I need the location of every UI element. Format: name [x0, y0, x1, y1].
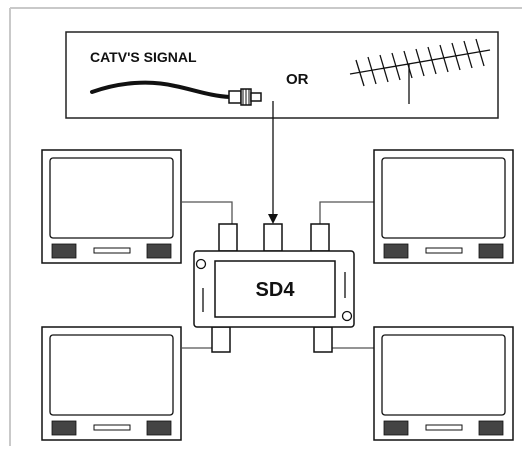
output-connector-4 — [313, 326, 333, 353]
speaker-grille-icon — [383, 243, 409, 259]
tv-top-right — [373, 149, 514, 264]
output-connector-2 — [310, 223, 330, 252]
speaker-grille-icon — [478, 420, 504, 436]
antenna-icon — [349, 38, 491, 104]
catv-cable-icon — [90, 80, 262, 106]
output-connector-3 — [211, 326, 231, 353]
tv-screen — [381, 157, 506, 239]
mounting-hole-icon — [341, 310, 353, 322]
tv-bottom-right — [373, 326, 514, 441]
speaker-grille-icon — [146, 420, 172, 436]
speaker-grille-icon — [51, 420, 77, 436]
signal-arrow — [268, 101, 278, 224]
tv-top-left — [41, 149, 182, 264]
speaker-grille-icon — [383, 420, 409, 436]
splitter-label: SD4 — [256, 279, 296, 301]
speaker-grille-icon — [51, 243, 77, 259]
mounting-hole-icon — [195, 258, 207, 270]
catv-signal-label: CATV'S SIGNAL — [90, 49, 197, 65]
speaker-grille-icon — [146, 243, 172, 259]
tv-screen — [49, 157, 174, 239]
tv-screen — [49, 334, 174, 416]
output-connector-1 — [218, 223, 238, 252]
tv-screen — [381, 334, 506, 416]
speaker-grille-icon — [478, 243, 504, 259]
or-label: OR — [286, 71, 309, 88]
tv-bottom-left — [41, 326, 182, 441]
signal-source-box: CATV'S SIGNAL OR — [65, 31, 499, 119]
sd4-splitter: SD4 — [193, 250, 355, 328]
input-connector — [263, 223, 283, 252]
